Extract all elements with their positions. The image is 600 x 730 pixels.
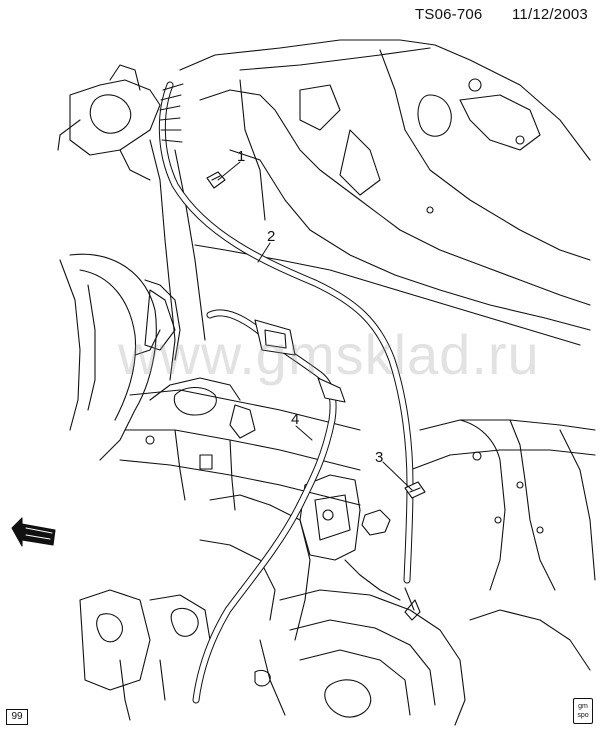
leader-lines — [217, 161, 413, 491]
clip-3 — [404, 481, 426, 499]
lower-assembly — [254, 589, 591, 726]
harness-2 — [158, 81, 415, 611]
frame-rail — [119, 377, 361, 511]
callout-4: 4 — [291, 411, 300, 428]
body-panel — [179, 39, 591, 346]
callout-1: 1 — [237, 148, 246, 165]
harness-4 — [192, 309, 346, 704]
support-pillar — [134, 139, 206, 381]
gm-spo-logo-icon: gm spo — [573, 698, 593, 724]
crossmember-right — [409, 419, 596, 591]
callout-3: 3 — [375, 449, 384, 466]
upper-left-bracket — [57, 64, 161, 181]
page-number-box: 99 — [6, 709, 28, 725]
wheel-housing — [59, 253, 181, 461]
diagram-reference-id: TS06-706 — [415, 6, 483, 23]
callout-2: 2 — [267, 228, 276, 245]
diagram-date: 11/12/2003 — [512, 6, 588, 23]
clip-1 — [206, 171, 226, 189]
front-arrow-icon — [11, 517, 56, 547]
